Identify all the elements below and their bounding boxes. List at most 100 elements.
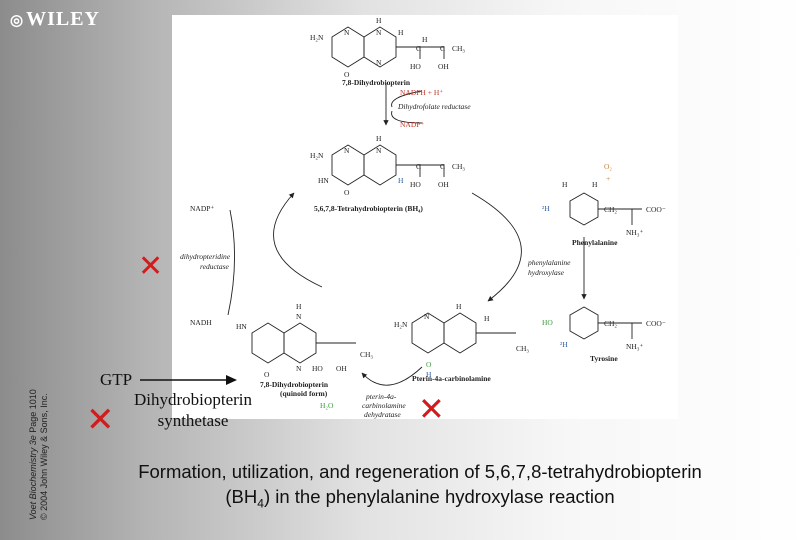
atom-label: H (376, 16, 382, 25)
atom-label: H₂N (310, 33, 324, 42)
quinonoid-ring-a (251, 322, 285, 364)
atom-label: H (456, 302, 462, 311)
compound-name: (quinoid form) (280, 389, 328, 398)
atom-label: H (376, 134, 382, 143)
gtp-arrow (140, 375, 237, 385)
o2-label: O₂ (604, 162, 612, 171)
phenylalanine-ring (569, 192, 599, 226)
atom-label: HO (542, 318, 553, 327)
cross-mark-dhpr: ✕ (138, 249, 164, 284)
atom-label: CH₃ (516, 344, 529, 353)
atom-label: O (426, 360, 432, 369)
dhpr-label-1: dihydropteridine (180, 252, 231, 261)
nadp-label: NADP⁺ (400, 120, 424, 129)
atom-label: COO⁻ (646, 319, 666, 328)
atom-label: O (344, 188, 350, 197)
atom-label: NH₃⁺ (626, 342, 643, 351)
atom-label: N (296, 312, 302, 321)
atom-label: OH (336, 364, 347, 373)
atom-label: H (562, 180, 568, 189)
copyright-notice: Voet Biochemistry 3e Page 1010 © 2004 Jo… (28, 389, 50, 520)
cycle-bottom-arrow (361, 366, 423, 386)
compound-name: 7,8-Dihydrobiopterin (260, 380, 329, 389)
cycle-right-arrow (471, 192, 522, 302)
dhbs-line2: synthetase (157, 411, 229, 430)
atom-label: N (424, 312, 430, 321)
nadp-curve (391, 110, 423, 124)
atom-label: COO⁻ (646, 205, 666, 214)
atom-label: HO (312, 364, 323, 373)
nadp-left-label: NADP⁺ (190, 204, 214, 213)
atom-label: HO (410, 180, 421, 189)
quinonoid-ring-b (283, 322, 317, 364)
book-title: Voet Biochemistry 3e (28, 435, 38, 520)
pcd-label-2: carbinolamine (362, 401, 406, 410)
caption-line2: (BH4) in the phenylalanine hydroxylase r… (60, 484, 780, 517)
atom-label: H (422, 35, 428, 44)
compound-name: 5,6,7,8-Tetrahydrobiopterin (BH₄) (314, 204, 423, 213)
atom-label: CH₃ (360, 350, 373, 359)
atom-label: H (484, 314, 490, 323)
atom-label: OH (438, 180, 449, 189)
atom-label: OH (438, 62, 449, 71)
pah-label-2: hydroxylase (528, 268, 565, 277)
atom-label: H₂N (394, 320, 408, 329)
wiley-logo-text: WILEY (26, 8, 100, 30)
top-pterin-ring-b (363, 26, 397, 68)
atom-label: H (426, 370, 432, 379)
atom-label: N (344, 146, 350, 155)
atom-label: ²H (542, 204, 550, 213)
atom-label: H (398, 176, 404, 185)
dhpr-label-2: reductase (200, 262, 230, 271)
reaction-diagram: H H₂N N N N H H C C CH₃ HO OH O 7,8-Dihy… (180, 16, 666, 419)
caption-bh: (BH (225, 486, 258, 507)
atom-label: CH₂ (604, 319, 617, 328)
dihydrobiopterin-synthetase-label: Dihydrobiopterin synthetase (128, 389, 258, 431)
caption-line1: Formation, utilization, and regeneration… (138, 461, 702, 482)
cross-mark-dehydratase: ✕ (418, 390, 445, 428)
cycle-left-arrow (273, 192, 323, 288)
plus-label: + (606, 174, 610, 183)
wiley-mark-icon: ◎ (10, 13, 25, 29)
compound-name: Tyrosine (590, 354, 618, 363)
atom-label: C (416, 44, 421, 53)
atom-label: HN (318, 176, 329, 185)
wiley-logo: ◎WILEY (10, 8, 100, 31)
bh4-ring-b (363, 144, 397, 186)
caption-subscript: 4 (257, 496, 264, 511)
tyrosine-ring (569, 306, 599, 340)
dhfr-label: Dihydrofolate reductase (397, 102, 471, 111)
copyright-line: © 2004 John Wiley & Sons, Inc. (39, 393, 49, 520)
atom-label: O (344, 70, 350, 79)
compound-name: Phenylalanine (572, 238, 618, 247)
atom-label: NH₃⁺ (626, 228, 643, 237)
pcd-label-1: pterin-4a- (365, 392, 397, 401)
dhbs-line1: Dihydrobiopterin (133, 390, 253, 409)
reaction-figure-panel: H H₂N N N N H H C C CH₃ HO OH O 7,8-Dihy… (172, 15, 678, 419)
atom-label: CH₃ (452, 44, 465, 53)
nadph-label: NADPH + H⁺ (400, 88, 443, 97)
carbinolamine-ring-b (443, 312, 477, 354)
compound-name: Pterin-4a-carbinolamine (412, 374, 491, 383)
atom-label: H (592, 180, 598, 189)
atom-label: CH₃ (452, 162, 465, 171)
h2o-label: H₂O (320, 401, 334, 410)
atom-label: H (296, 302, 302, 311)
caption-rest: ) in the phenylalanine hydroxylase react… (263, 486, 615, 507)
atom-label: N (344, 28, 350, 37)
atom-label: N (376, 28, 382, 37)
atom-label: H (398, 28, 404, 37)
atom-label: C (440, 162, 445, 171)
atom-label: H₂N (310, 151, 324, 160)
gtp-label: GTP (100, 370, 133, 389)
atom-label: O (264, 370, 270, 379)
atom-label: N (296, 364, 302, 373)
atom-label: N (376, 58, 382, 67)
compound-name: 7,8-Dihydrobiopterin (342, 78, 411, 87)
nad-left-curve (227, 209, 235, 316)
pah-label-1: phenylalanine (527, 258, 571, 267)
atom-label: C (416, 162, 421, 171)
atom-label: HN (236, 322, 247, 331)
atom-label: ²H (560, 340, 568, 349)
nadh-left-label: NADH (190, 318, 212, 327)
